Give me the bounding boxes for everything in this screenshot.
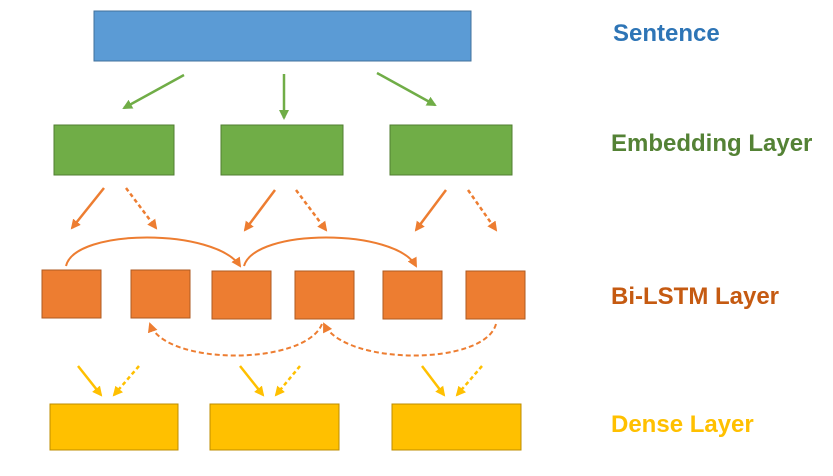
lstm-cell-backward-2 xyxy=(294,270,355,320)
lstm-cell-backward-3 xyxy=(465,270,526,320)
dense-box-2 xyxy=(209,403,340,451)
lstm-to-dense-arrow xyxy=(77,365,103,397)
lstm-to-dense-arrow xyxy=(421,365,446,397)
lstm-backward-arc-2 xyxy=(148,322,323,357)
lstm-to-dense-arrow xyxy=(239,365,265,397)
lstm-to-dense-dashed-arrow xyxy=(274,365,301,397)
embedding-to-lstm-arrow xyxy=(70,187,105,230)
dense-box-1 xyxy=(49,403,179,451)
sentence-to-embedding-arrow-3 xyxy=(376,71,437,107)
bilstm-layer-label: Bi-LSTM Layer xyxy=(611,283,780,310)
lstm-cell-forward-3 xyxy=(382,270,443,320)
embedding-to-lstm-dashed-arrow xyxy=(295,189,328,232)
embedding-to-lstm-arrow xyxy=(243,189,276,232)
sentence-to-embedding-arrow-1 xyxy=(122,73,185,110)
embedding-to-lstm-dashed-arrow xyxy=(125,187,158,230)
embedding-to-lstm-arrow xyxy=(414,189,447,232)
sentence-label: Sentence xyxy=(613,20,720,47)
lstm-to-dense-dashed-arrow xyxy=(112,365,140,397)
embedding-to-lstm-dashed-arrow xyxy=(466,189,498,232)
lstm-cell-forward-1 xyxy=(41,269,102,319)
embedding-box-2 xyxy=(220,124,344,176)
lstm-to-dense-dashed-arrow xyxy=(455,365,483,397)
lstm-backward-arc-1 xyxy=(323,322,497,357)
lstm-cell-backward-1 xyxy=(130,269,191,319)
embedding-layer-label: Embedding Layer xyxy=(611,130,813,157)
dense-box-3 xyxy=(391,403,522,451)
embedding-box-1 xyxy=(53,124,175,176)
sentence-box xyxy=(93,10,472,62)
embedding-box-3 xyxy=(389,124,513,176)
dense-layer-label: Dense Layer xyxy=(611,411,754,438)
lstm-forward-arc-2 xyxy=(243,236,417,268)
lstm-forward-arc-1 xyxy=(65,236,242,268)
lstm-cell-forward-2 xyxy=(211,270,272,320)
